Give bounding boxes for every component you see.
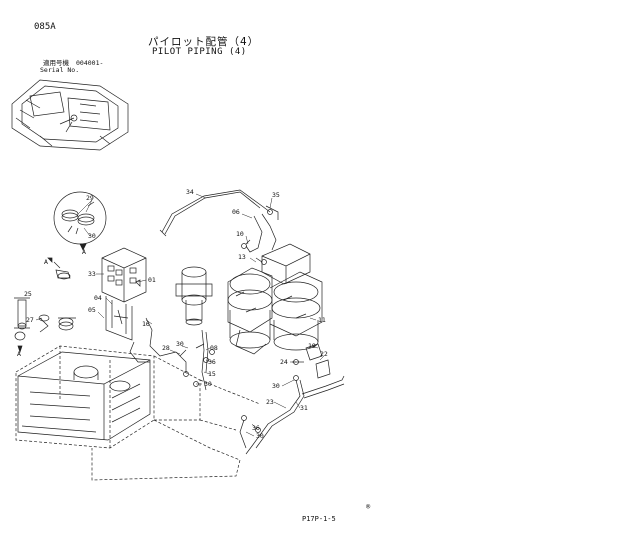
callout-19: 19 xyxy=(308,342,316,350)
callout-30-b: 30 xyxy=(176,340,184,348)
valve-block xyxy=(101,247,147,341)
callout-31: 31 xyxy=(300,404,308,412)
callout-27: 27 xyxy=(26,316,34,324)
serial-label-jp: 適用号機 xyxy=(43,59,69,67)
callout-24: 24 xyxy=(280,358,288,366)
swing-motors xyxy=(227,243,323,355)
callout-16: 16 xyxy=(142,320,150,328)
callout-30-d: 30 xyxy=(272,382,280,390)
serial-label-en: Serial No. xyxy=(40,66,80,74)
callout-22: 22 xyxy=(320,350,328,358)
callout-33: 33 xyxy=(88,270,96,278)
page-code: 085A xyxy=(34,22,56,32)
callout-a-2: A xyxy=(44,258,48,266)
callout-36-b: 36 xyxy=(252,424,260,432)
callout-01: 01 xyxy=(148,276,156,284)
callout-numbers: 34 35 06 10 13 29 30 A A A 33 01 25 04 0… xyxy=(17,188,328,440)
callout-13: 13 xyxy=(238,253,246,261)
detail-circle-a xyxy=(53,191,107,251)
machine-key-plan xyxy=(11,79,129,151)
callout-34: 34 xyxy=(186,188,194,196)
callout-15: 15 xyxy=(208,370,216,378)
left-fittings xyxy=(14,257,76,354)
title-japanese: パイロット配管（4） xyxy=(148,36,260,48)
leader-lines xyxy=(35,193,325,437)
registered-mark: ® xyxy=(366,503,371,511)
title-english: PILOT PIPING (4) xyxy=(152,47,247,57)
callout-a-1: A xyxy=(82,248,86,256)
callout-11: 11 xyxy=(318,316,326,324)
callout-35: 35 xyxy=(272,191,280,199)
pipe-23-31 xyxy=(239,375,345,455)
callout-30: 30 xyxy=(88,232,96,240)
tank xyxy=(17,351,151,441)
callout-08: 08 xyxy=(210,344,218,352)
callout-a-3: A xyxy=(17,350,21,358)
callout-04: 04 xyxy=(94,294,102,302)
callout-06: 06 xyxy=(232,208,240,216)
callout-30-c: 30 xyxy=(204,380,212,388)
pump-unit xyxy=(175,266,213,326)
pipe-34 xyxy=(159,189,271,237)
callout-05: 05 xyxy=(88,306,96,314)
callout-36-a: 36 xyxy=(208,358,216,366)
upper-frame-outline xyxy=(15,345,261,481)
callout-25: 25 xyxy=(24,290,32,298)
callout-29: 29 xyxy=(86,194,94,202)
serial-value: 004001- xyxy=(76,59,104,67)
callout-28: 28 xyxy=(162,344,170,352)
pipes-upper-right xyxy=(241,205,279,265)
page-reference: P17P-1-5 xyxy=(302,515,336,523)
callout-23: 23 xyxy=(266,398,274,406)
callout-10: 10 xyxy=(236,230,244,238)
callout-30-e: 30 xyxy=(256,432,264,440)
hoses-lower-left xyxy=(129,317,215,391)
